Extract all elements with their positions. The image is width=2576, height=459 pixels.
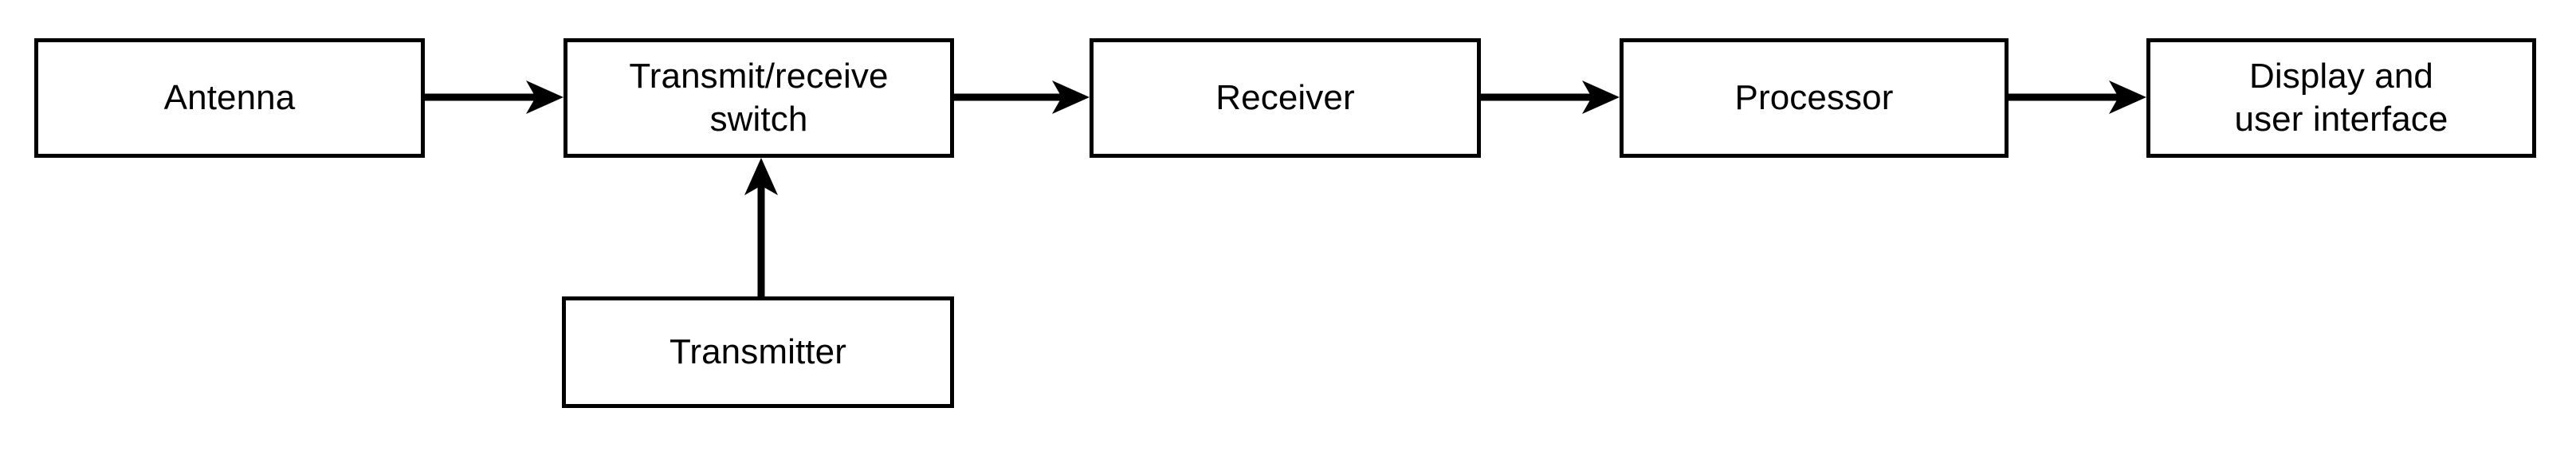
node-processor-label: Processor [1734, 78, 1894, 118]
node-transmitter[interactable]: Transmitter [562, 296, 954, 408]
connector-receiver-to-processor [1481, 80, 1620, 114]
arrowhead-icon [1052, 80, 1090, 114]
node-transmit-receive-switch[interactable]: Transmit/receive switch [564, 38, 954, 158]
node-receiver-label: Receiver [1215, 78, 1355, 118]
arrowhead-icon [1582, 80, 1620, 114]
connector-transmitter-to-switch [744, 158, 778, 296]
arrowhead-icon [2109, 80, 2146, 114]
node-receiver[interactable]: Receiver [1090, 38, 1481, 158]
node-antenna-label: Antenna [163, 78, 296, 118]
node-display-and-user-interface-label: Display and user interface [2234, 57, 2448, 139]
node-processor[interactable]: Processor [1620, 38, 2009, 158]
connector-antenna-to-switch [425, 80, 564, 114]
node-transmit-receive-switch-label: Transmit/receive switch [629, 57, 889, 139]
connector-processor-to-display [2009, 80, 2146, 114]
node-antenna[interactable]: Antenna [34, 38, 425, 158]
connector-switch-to-receiver [954, 80, 1090, 114]
arrowhead-icon [526, 80, 564, 114]
node-display-and-user-interface[interactable]: Display and user interface [2146, 38, 2536, 158]
node-transmitter-label: Transmitter [670, 332, 846, 372]
arrowhead-icon [744, 158, 778, 195]
